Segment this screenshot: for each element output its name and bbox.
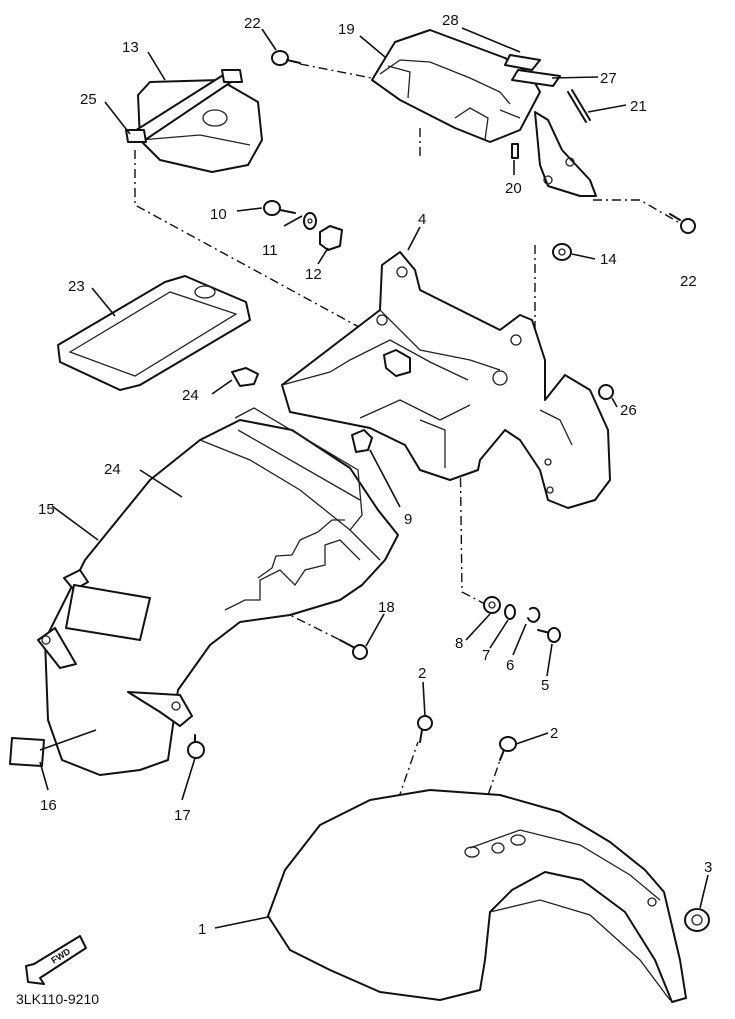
callout-21: 21	[630, 98, 647, 115]
callout-26: 26	[620, 402, 637, 419]
callout-27: 27	[600, 70, 617, 87]
grommet-26	[598, 384, 614, 400]
callout-22-top: 22	[244, 15, 261, 32]
collar-8	[483, 596, 501, 614]
callout-12: 12	[305, 266, 322, 283]
callout-24-lower: 24	[104, 461, 121, 478]
callout-9: 9	[404, 511, 412, 528]
callout-25: 25	[80, 91, 97, 108]
bolt-2-left	[417, 715, 433, 743]
callout-2-left: 2	[418, 665, 426, 682]
part-15-rear-fender	[37, 407, 399, 776]
part-bracket-clip	[383, 349, 411, 377]
part-20-pin	[511, 143, 519, 159]
part-25-strap	[125, 69, 243, 143]
part-27-pad	[511, 69, 561, 87]
part-19-tail-cover	[371, 29, 541, 143]
grommet-3	[684, 908, 710, 932]
callout-7: 7	[482, 647, 490, 664]
diagram-code: 3LK110-9210	[16, 991, 99, 1007]
callout-numbers: 22 19 28 27 21 20 13 25 10 11 12 4 14 22…	[38, 12, 712, 938]
washer-6	[527, 606, 541, 623]
callout-15: 15	[38, 501, 55, 518]
part-13-tail-light	[137, 79, 263, 173]
callout-2-right: 2	[550, 725, 558, 742]
callout-16: 16	[40, 797, 57, 814]
callout-18: 18	[378, 599, 395, 616]
bolt-22-lower	[669, 213, 696, 234]
bolt-10	[263, 200, 296, 216]
callout-17: 17	[174, 807, 191, 824]
callout-3: 3	[704, 859, 712, 876]
part-1-front-fender	[267, 789, 687, 1003]
callout-11: 11	[262, 242, 278, 259]
leader-lines	[39, 27, 709, 929]
part-4-frame-bracket	[281, 251, 611, 509]
bolt-17	[187, 734, 205, 759]
collar-12	[319, 225, 343, 251]
callout-14: 14	[600, 251, 617, 268]
bolt-5	[537, 627, 561, 643]
callout-22-right: 22	[680, 273, 697, 290]
part-23-lens	[57, 275, 251, 391]
bolt-22-upper	[271, 50, 301, 66]
callout-24-upper: 24	[182, 387, 199, 404]
forward-arrow-icon: FWD	[25, 935, 87, 985]
bolt-18	[339, 639, 368, 660]
callout-20: 20	[505, 180, 522, 197]
nut-14	[552, 243, 572, 261]
callout-8: 8	[455, 635, 463, 652]
part-28-pad	[504, 54, 541, 71]
callout-4: 4	[418, 211, 426, 228]
bolt-2-right	[499, 736, 517, 761]
part-24-clip-upper	[231, 367, 259, 387]
callout-19: 19	[338, 21, 355, 38]
part-16-reflector	[9, 737, 45, 767]
part-9-clip	[351, 429, 373, 453]
callout-6: 6	[506, 657, 514, 674]
part-tail-bracket	[534, 111, 597, 197]
part-21-rod	[567, 89, 591, 123]
washer-7	[504, 604, 516, 620]
washer-11	[303, 212, 317, 230]
callout-28: 28	[442, 12, 459, 29]
callout-10: 10	[210, 206, 227, 223]
callout-1: 1	[198, 921, 206, 938]
callout-23: 23	[68, 278, 85, 295]
callout-13: 13	[122, 39, 139, 56]
callout-5: 5	[541, 677, 549, 694]
